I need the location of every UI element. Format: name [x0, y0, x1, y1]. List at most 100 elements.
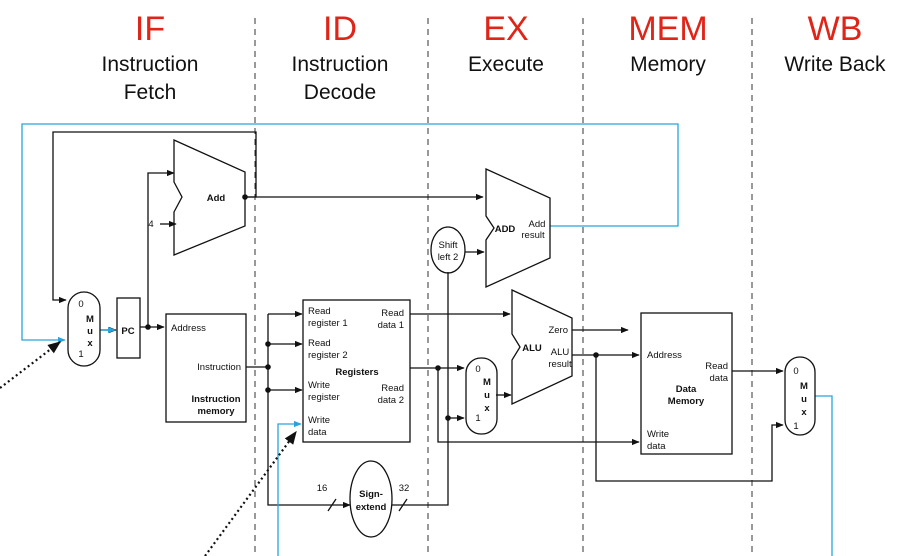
dmem-shape — [640, 312, 733, 455]
mux-letter: u — [87, 326, 93, 337]
mux-letter: x — [801, 407, 807, 418]
stage-header-wb: WB Write Back — [784, 10, 886, 76]
imem-shape — [165, 313, 247, 423]
imem-title: memory — [198, 406, 236, 417]
stage-abbr: EX — [483, 10, 528, 48]
imem-title: Instruction — [191, 394, 240, 405]
instruction-memory: Address Instruction Instruction memory — [165, 313, 247, 423]
signext-label: Sign- — [359, 489, 383, 500]
dmem-label: data — [647, 441, 666, 452]
const-four-label: 4 — [148, 219, 153, 230]
mux-letter: u — [801, 394, 807, 405]
sign-extend: Sign- extend 16 32 — [317, 460, 410, 538]
stage-dividers — [254, 18, 753, 556]
junction-dot — [265, 341, 271, 347]
junction-dot — [265, 387, 271, 393]
adder-label: Add — [207, 193, 226, 204]
shift-label: Shift — [438, 240, 457, 251]
alu: ALU Zero ALU result — [511, 288, 573, 406]
dmem-label: Read — [705, 361, 728, 372]
shift-shape — [430, 226, 466, 274]
program-counter: PC — [116, 297, 141, 359]
control-wires — [21, 123, 833, 556]
reg-label: data 2 — [378, 395, 404, 406]
alu-result-label: ALU — [551, 347, 570, 358]
imem-address-label: Address — [171, 323, 206, 334]
reg-label: Read — [381, 383, 404, 394]
mux-shape — [67, 291, 101, 367]
alu-shape — [511, 288, 573, 406]
reg-label: Write — [308, 380, 330, 391]
dmem-label: data — [710, 373, 729, 384]
registers-shape — [302, 299, 411, 443]
stage-header-id: ID Instruction Decode — [292, 10, 389, 104]
alu-result-label: result — [548, 359, 572, 370]
stage-header-if: IF Instruction Fetch — [102, 10, 199, 104]
mux-input-label: 1 — [793, 421, 798, 432]
junction-dot — [445, 415, 451, 421]
registers-title: Registers — [335, 367, 378, 378]
stage-name: Instruction — [292, 53, 389, 76]
junction-dot — [435, 365, 441, 371]
bus-slash — [327, 498, 337, 512]
mux-letter: u — [484, 390, 490, 401]
junction-dot — [265, 364, 271, 370]
adder-shape — [485, 167, 551, 289]
pc-shape — [116, 297, 141, 359]
imem-instruction-label: Instruction — [197, 362, 241, 373]
stage-header-mem: MEM Memory — [628, 10, 707, 76]
bus-slash — [398, 498, 408, 512]
dotted-arrow-writedata — [204, 430, 297, 556]
adder-if: Add 4 — [148, 138, 246, 256]
stage-name: Write Back — [784, 53, 886, 76]
stage-abbr: WB — [808, 10, 863, 48]
reg-label: register 2 — [308, 350, 348, 361]
wire-rdata2-to-dmem — [437, 368, 640, 446]
adder-ex: ADD Add result — [485, 167, 551, 289]
mux-letter: x — [484, 403, 490, 414]
data-memory: Address Read data Write data Data Memory — [640, 312, 733, 455]
junction-dot — [593, 352, 599, 358]
stage-name: Decode — [304, 81, 376, 104]
dmem-label: Write — [647, 429, 669, 440]
wire-instr-to-signext — [267, 367, 330, 506]
mux-letter: M — [800, 381, 808, 392]
adder-shape — [173, 138, 246, 256]
mux-letter: M — [86, 314, 94, 325]
reg-label: register 1 — [308, 318, 348, 329]
stage-name: Execute — [468, 53, 544, 76]
shift-label: left 2 — [438, 252, 459, 263]
signext-label: extend — [356, 502, 387, 513]
alu-label: ALU — [522, 343, 542, 354]
register-file: Read register 1 Read register 2 Write re… — [302, 299, 411, 443]
reg-label: data — [308, 427, 327, 438]
mux-ex: 0 1 M u x — [465, 357, 498, 435]
stage-header-ex: EX Execute — [468, 10, 544, 76]
dotted-arrow-if — [0, 341, 62, 389]
reg-label: Read — [381, 308, 404, 319]
shift-left-2: Shift left 2 — [430, 226, 466, 274]
stage-abbr: MEM — [628, 10, 707, 48]
datapath-wires — [52, 131, 784, 512]
wire-branch-target — [21, 123, 679, 344]
dmem-title: Data — [676, 384, 697, 395]
stage-name: Memory — [630, 53, 706, 76]
wire-writeback — [815, 395, 833, 556]
mux-letter: x — [87, 338, 93, 349]
mux-input-label: 0 — [475, 364, 480, 375]
junction-dot — [145, 324, 151, 330]
wire-alu-bypass — [595, 355, 784, 482]
bus-width-label: 32 — [399, 483, 410, 494]
alu-zero-label: Zero — [548, 325, 568, 336]
stage-name: Fetch — [124, 81, 177, 104]
signext-shape — [349, 460, 393, 538]
wire-pc4-feedback — [52, 131, 257, 304]
reg-label: Read — [308, 338, 331, 349]
mux-shape — [465, 357, 498, 435]
mux-input-label: 0 — [78, 299, 83, 310]
reg-label: Write — [308, 415, 330, 426]
reg-label: data 1 — [378, 320, 404, 331]
mux-input-label: 1 — [78, 349, 83, 360]
reg-label: Read — [308, 306, 331, 317]
